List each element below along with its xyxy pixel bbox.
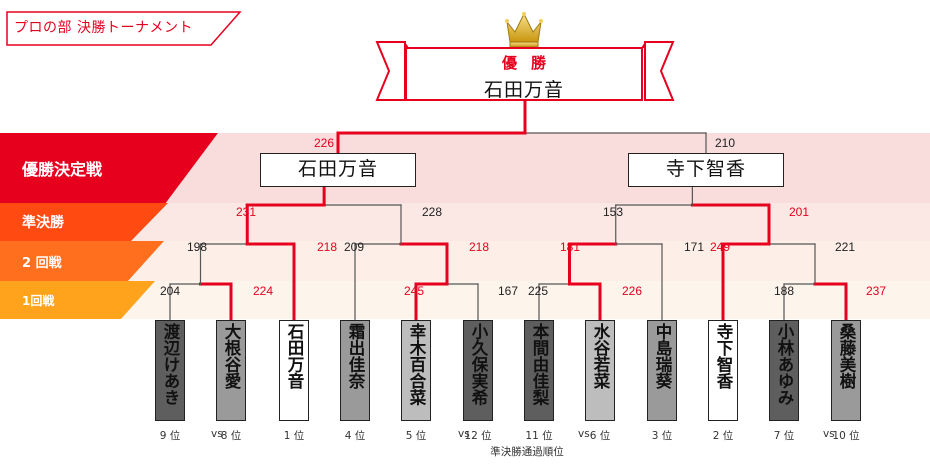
score-r1-3: 245: [404, 284, 425, 298]
round-label-final-text: 優勝決定戦: [22, 160, 103, 179]
player-name: 石田万音: [285, 323, 304, 389]
player-card: 小林あゆみ: [769, 320, 799, 421]
player-name: 小久保実希: [469, 323, 488, 406]
round-label-round2-text: 2 回戦: [22, 255, 62, 271]
footer-caption: 準決勝通過順位: [490, 446, 564, 458]
player-name: 大根谷愛: [222, 323, 241, 389]
score-sf-3: 153: [603, 205, 624, 219]
player-card: 桑藤美樹: [831, 320, 861, 421]
player-name: 中島瑞葵: [653, 323, 672, 389]
score-r1-1: 204: [160, 284, 181, 298]
player-name: 寺下智香: [714, 323, 733, 389]
vs-label-1: vs: [211, 428, 223, 440]
player-rank: 11 位: [525, 430, 553, 442]
player-card: 幸木百合菜: [401, 320, 431, 421]
score-r2-5: 181: [560, 240, 581, 254]
round-label-semifinal-text: 準決勝: [22, 215, 64, 231]
winner-ribbon: [375, 41, 675, 101]
player-rank: 4 位: [344, 430, 366, 442]
player-rank: 1 位: [283, 430, 305, 442]
player-card: 大根谷愛: [216, 320, 246, 421]
player-card: 寺下智香: [708, 320, 738, 421]
score-r2-2: 218: [317, 240, 338, 254]
vs-label-2: vs: [458, 428, 470, 440]
player-rank: 12 位: [464, 430, 492, 442]
player-rank: 10 位: [832, 430, 860, 442]
score-sf-4: 201: [789, 205, 810, 219]
player-name: 小林あゆみ: [775, 323, 794, 406]
player-name: 桑藤美樹: [837, 323, 856, 389]
player-rank: 7 位: [773, 430, 795, 442]
score-r2-4: 218: [469, 240, 490, 254]
player-rank: 2 位: [712, 430, 734, 442]
player-rank: 6 位: [589, 430, 611, 442]
score-sf-2: 228: [422, 205, 443, 219]
champion-name: 石田万音: [483, 79, 564, 101]
finalist-left: 石田万音: [260, 153, 416, 187]
round-label-round1-text: 1回戦: [22, 293, 55, 308]
vs-label-3: vs: [578, 428, 590, 440]
score-r2-7: 249: [710, 240, 731, 254]
player-card: 中島瑞葵: [647, 320, 677, 421]
score-r1-7: 188: [774, 284, 795, 298]
player-rank: 3 位: [651, 430, 673, 442]
score-r1-8: 237: [866, 284, 887, 298]
score-r2-6: 171: [684, 240, 705, 254]
score-r1-2: 224: [253, 284, 274, 298]
player-card: 渡辺けあき: [155, 320, 185, 421]
score-r1-4: 167: [498, 284, 519, 298]
page-title: プロの部 決勝トーナメント: [14, 20, 193, 36]
score-final-left: 226: [314, 136, 335, 150]
player-name: 水谷若菜: [591, 323, 610, 389]
score-r2-8: 221: [835, 240, 856, 254]
score-final-right: 210: [715, 136, 736, 150]
champion-heading: 優勝: [501, 54, 560, 72]
player-name: 幸木百合菜: [407, 323, 426, 406]
player-name: 渡辺けあき: [161, 323, 180, 406]
crown-icon: [505, 12, 543, 48]
score-r2-3: 209: [344, 240, 365, 254]
player-card: 石田万音: [279, 320, 309, 421]
player-card: 小久保実希: [463, 320, 493, 421]
player-rank: 5 位: [405, 430, 427, 442]
band-round1: [0, 281, 930, 319]
player-card: 水谷若菜: [585, 320, 615, 421]
player-name: 本間由佳梨: [530, 323, 549, 406]
player-name: 霜出佳奈: [346, 323, 365, 389]
score-r1-5: 225: [528, 284, 549, 298]
player-card: 霜出佳奈: [340, 320, 370, 421]
vs-label-4: vs: [823, 428, 835, 440]
score-r1-6: 226: [622, 284, 643, 298]
player-rank: 9 位: [159, 430, 181, 442]
score-sf-1: 231: [236, 205, 257, 219]
score-r2-1: 198: [187, 240, 208, 254]
finalist-right: 寺下智香: [628, 153, 784, 187]
title-tag-frame: [6, 11, 242, 46]
player-rank: 8 位: [220, 430, 242, 442]
player-card: 本間由佳梨: [524, 320, 554, 421]
